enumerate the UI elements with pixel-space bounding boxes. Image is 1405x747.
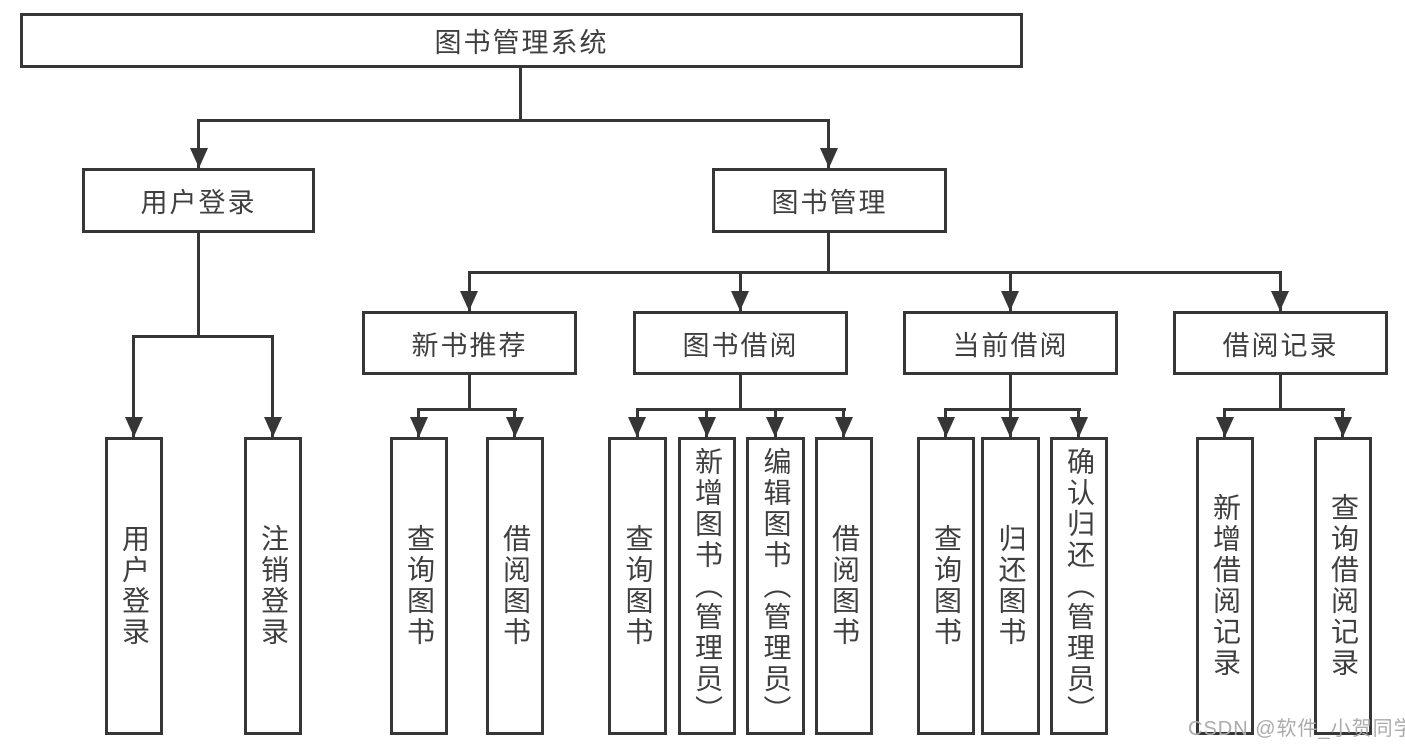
arrow-down-icon — [1001, 417, 1019, 437]
connector-vline — [827, 119, 830, 168]
arrow-down-icon — [460, 291, 478, 311]
arrow-down-icon — [125, 417, 143, 437]
connector-hline — [132, 335, 274, 338]
connector-vline — [197, 119, 200, 168]
node-borrow-book-leaf: 借阅图书 — [815, 437, 873, 735]
arrow-down-icon — [1216, 417, 1234, 437]
node-borrow-records: 借阅记录 — [1173, 311, 1388, 375]
node-edit-book-admin: 编辑图书（管理员） — [746, 437, 805, 735]
connector-vline — [827, 233, 830, 271]
node-confirm-return-admin: 确认归还（管理员） — [1050, 437, 1108, 735]
connector-hline — [944, 408, 1081, 411]
arrow-down-icon — [766, 417, 784, 437]
node-book-management: 图书管理 — [712, 168, 947, 233]
connector-vline — [739, 375, 742, 408]
connector-vline — [1009, 375, 1012, 408]
arrow-down-icon — [835, 417, 853, 437]
node-query-book-recommend: 查询图书 — [390, 437, 448, 735]
connector-vline — [1279, 375, 1282, 408]
node-current-borrow: 当前借阅 — [903, 311, 1118, 375]
arrow-down-icon — [1334, 417, 1352, 437]
node-return-book: 归还图书 — [981, 437, 1040, 735]
connector-vline — [132, 335, 135, 437]
connector-vline — [197, 233, 200, 335]
node-add-borrow-record: 新增借阅记录 — [1196, 437, 1254, 735]
arrow-down-icon — [410, 417, 428, 437]
arrow-down-icon — [731, 291, 749, 311]
node-library-system: 图书管理系统 — [20, 13, 1023, 68]
arrow-down-icon — [628, 417, 646, 437]
node-borrow-book-recommend: 借阅图书 — [486, 437, 544, 735]
node-query-borrow-record: 查询借阅记录 — [1314, 437, 1372, 735]
node-add-book-admin: 新增图书（管理员） — [678, 437, 736, 735]
arrow-down-icon — [1271, 291, 1289, 311]
connector-hline — [1223, 408, 1345, 411]
node-book-borrow: 图书借阅 — [633, 311, 848, 375]
node-query-book-current: 查询图书 — [917, 437, 975, 735]
connector-vline — [519, 68, 522, 119]
arrow-down-icon — [820, 148, 838, 168]
node-user-login-leaf: 用户登录 — [105, 437, 163, 735]
connector-hline — [636, 408, 846, 411]
arrow-down-icon — [698, 417, 716, 437]
arrow-down-icon — [264, 417, 282, 437]
connector-vline — [468, 375, 471, 408]
watermark: CSDN @软件_小贺同学 — [1188, 718, 1405, 740]
arrow-down-icon — [1070, 417, 1088, 437]
node-query-book-borrow: 查询图书 — [608, 437, 667, 735]
connector-hline — [468, 271, 1282, 274]
arrow-down-icon — [1001, 291, 1019, 311]
node-new-book-recommend: 新书推荐 — [362, 311, 577, 375]
node-logout: 注销登录 — [244, 437, 302, 735]
arrow-down-icon — [506, 417, 524, 437]
connector-vline — [271, 335, 274, 437]
connector-hline — [417, 408, 517, 411]
connector-hline — [197, 119, 830, 122]
arrow-down-icon — [190, 148, 208, 168]
arrow-down-icon — [937, 417, 955, 437]
node-user-login: 用户登录 — [82, 168, 315, 233]
